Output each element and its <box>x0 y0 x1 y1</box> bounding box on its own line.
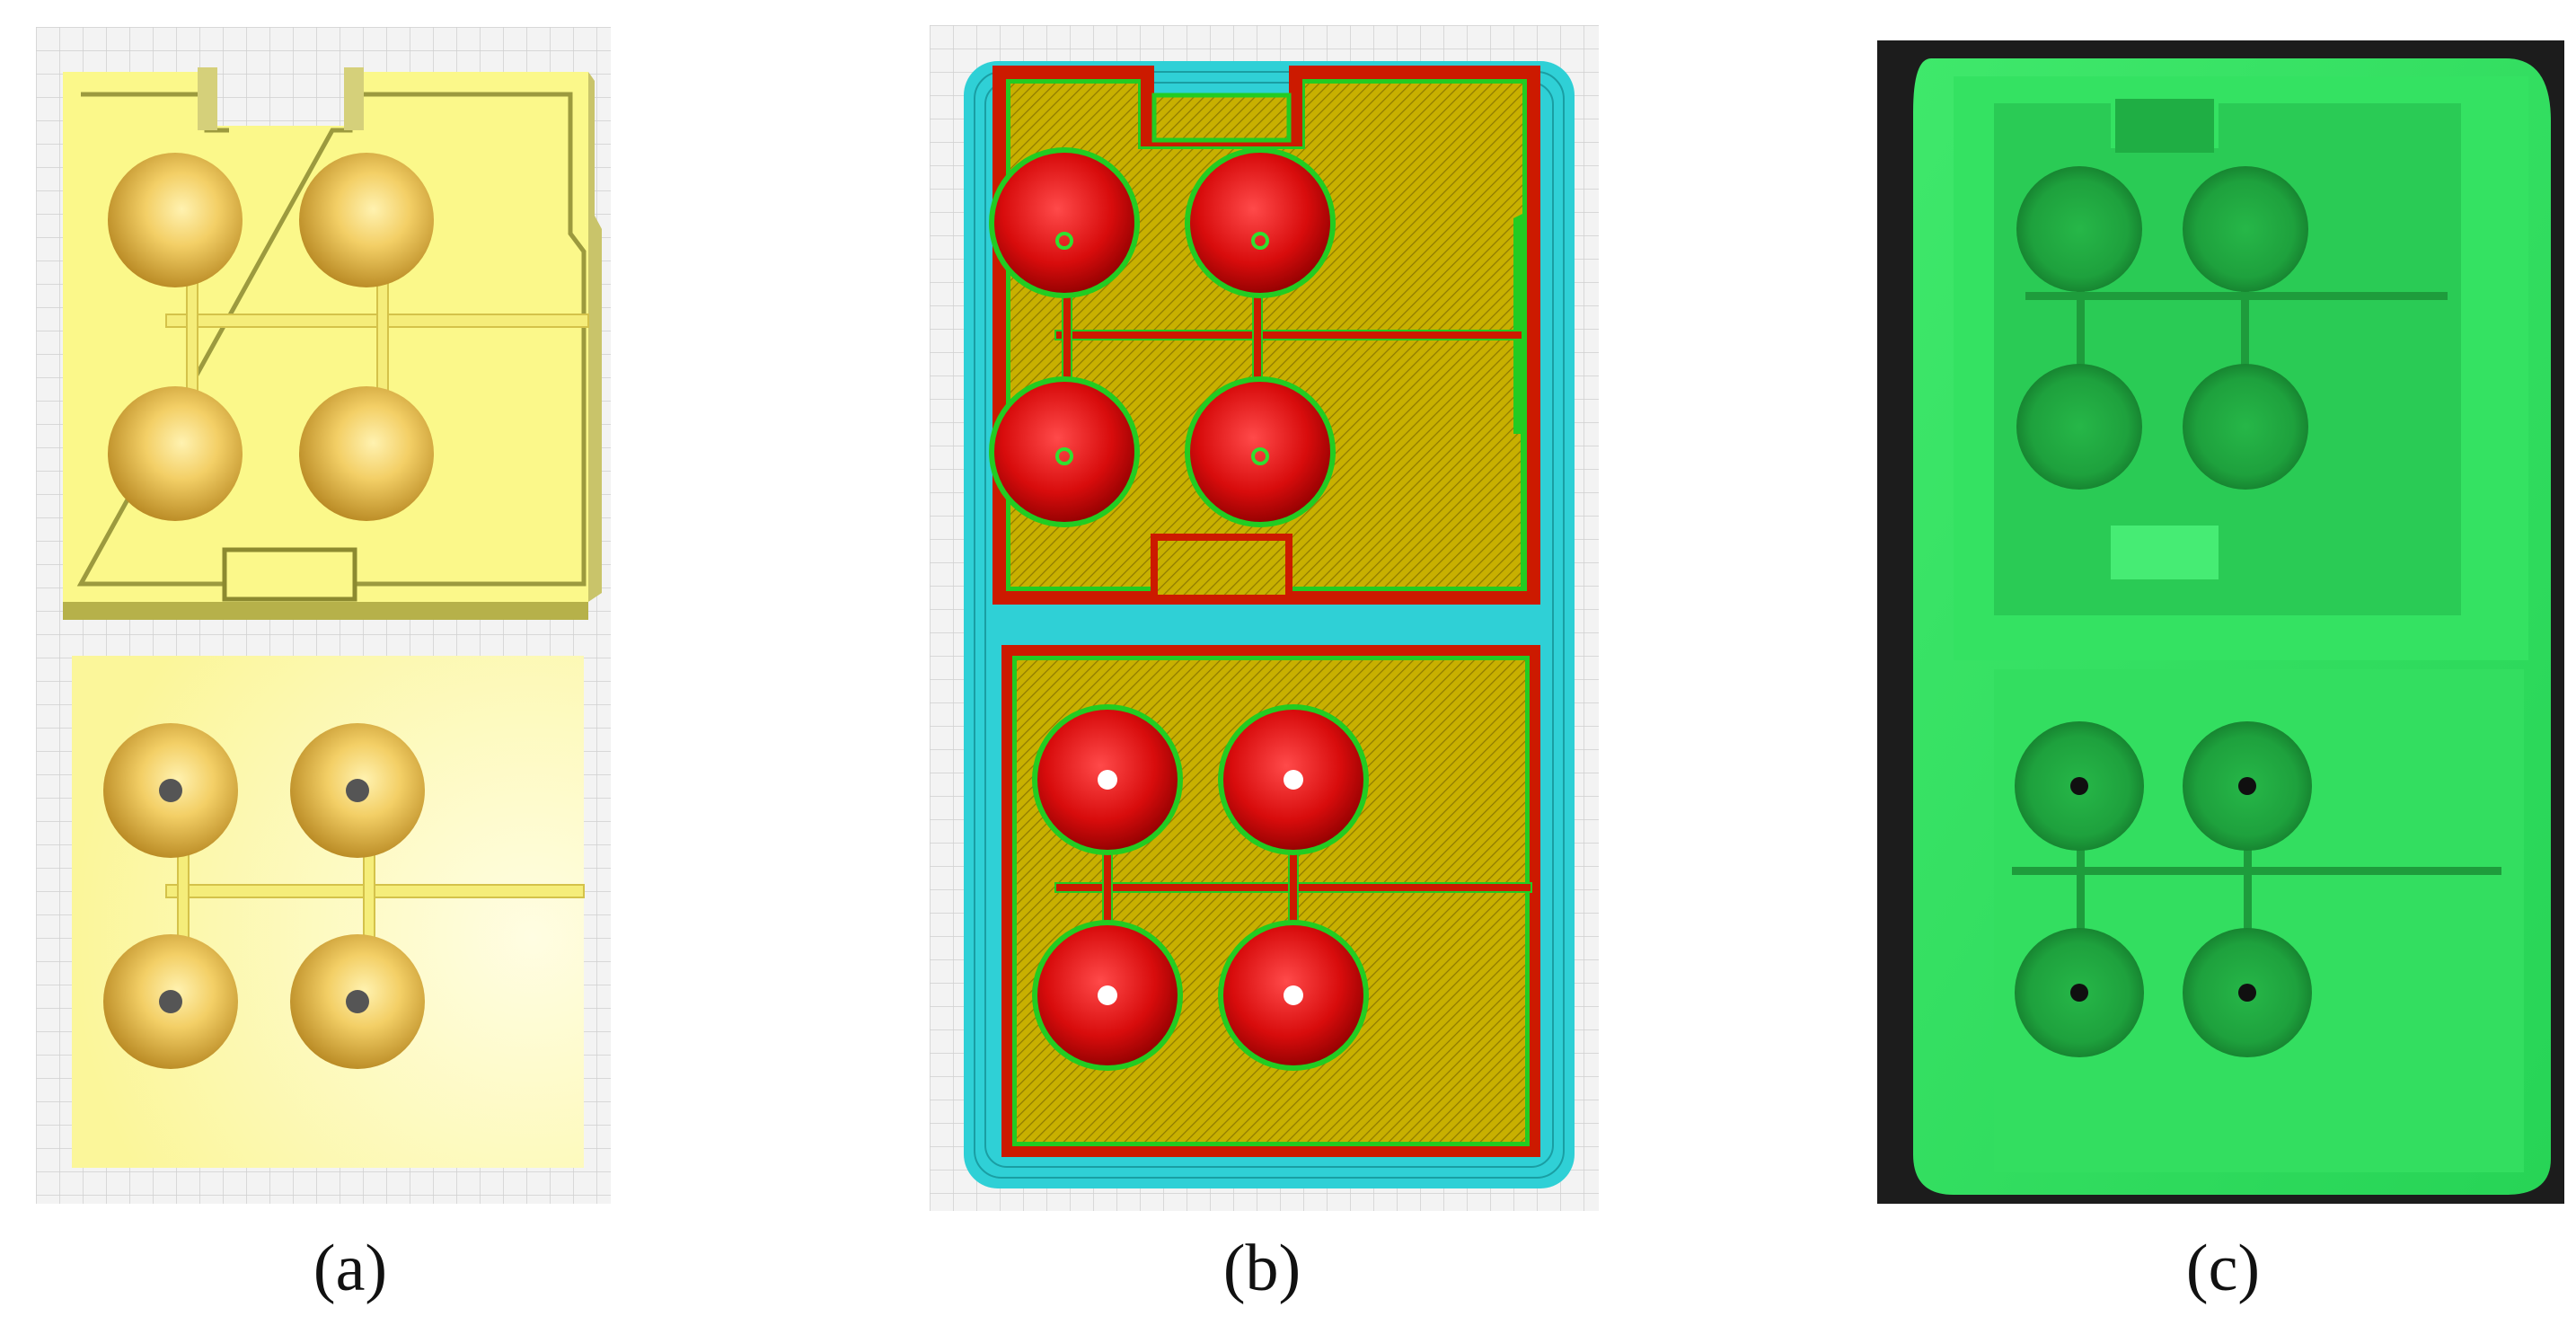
caption-a: (a) <box>260 1235 440 1302</box>
panel-b-slicer-view <box>930 25 1599 1211</box>
slicer-top-half <box>989 66 1540 605</box>
panel-a-cad-view <box>36 27 611 1204</box>
slicer-preview-icon <box>930 25 1599 1211</box>
photo-top-half <box>1954 76 2528 660</box>
caption-b: (b) <box>1172 1235 1352 1302</box>
printed-mold-photo-icon <box>1877 40 2564 1204</box>
caption-paren: ( <box>2185 1232 2209 1305</box>
caption-paren: ( <box>1222 1232 1246 1305</box>
caption-letter: c <box>2208 1232 2238 1305</box>
caption-letter: b <box>1245 1232 1279 1305</box>
panel-c-photo <box>1877 40 2564 1204</box>
caption-paren: ) <box>1278 1232 1301 1305</box>
caption-c: (c) <box>2133 1235 2313 1302</box>
caption-paren: ( <box>313 1232 336 1305</box>
slicer-bottom-half <box>1001 645 1540 1157</box>
caption-paren: ) <box>2237 1232 2261 1305</box>
caption-letter: a <box>335 1232 366 1305</box>
cad-mold-icon <box>36 27 611 1204</box>
bottom-mold-half <box>72 656 585 1168</box>
caption-paren: ) <box>365 1232 388 1305</box>
photo-bottom-half <box>1994 669 2524 1172</box>
top-mold-half <box>63 67 602 620</box>
